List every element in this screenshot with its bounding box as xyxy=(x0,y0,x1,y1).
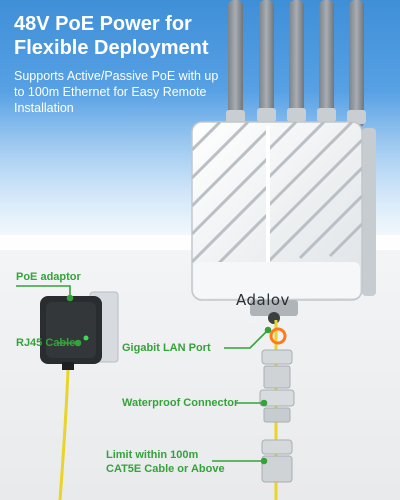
callout-lines xyxy=(16,285,272,465)
subheadline-line-3: Installation xyxy=(14,101,74,115)
subheadline-line-2: to 100m Ethernet for Easy Remote xyxy=(14,85,207,99)
label-cable-limit-line-1: Limit within 100m xyxy=(106,449,199,461)
label-cable-limit: Limit within 100m CAT5E Cable or Above xyxy=(106,448,225,476)
headline: 48V PoE Power for Flexible Deployment xyxy=(14,12,344,60)
label-rj45-cable: RJ45 Cable xyxy=(16,337,76,349)
headline-line-2: Flexible Deployment xyxy=(14,37,209,59)
label-gigabit-lan-port: Gigabit LAN Port xyxy=(122,342,211,354)
label-waterproof-connector: Waterproof Connector xyxy=(122,397,239,409)
subheadline: Supports Active/Passive PoE with up to 1… xyxy=(14,68,304,116)
label-poe-adaptor: PoE adaptor xyxy=(16,271,81,283)
poe-adaptor xyxy=(40,291,119,370)
label-cable-limit-line-2: CAT5E Cable or Above xyxy=(106,463,225,475)
subheadline-line-1: Supports Active/Passive PoE with up xyxy=(14,69,219,83)
waterproof-connector-illustration xyxy=(259,327,295,483)
headline-line-1: 48V PoE Power for xyxy=(14,13,192,35)
antennas xyxy=(226,0,366,128)
outdoor-router xyxy=(191,121,376,324)
brand-name: Adalov xyxy=(236,291,290,309)
